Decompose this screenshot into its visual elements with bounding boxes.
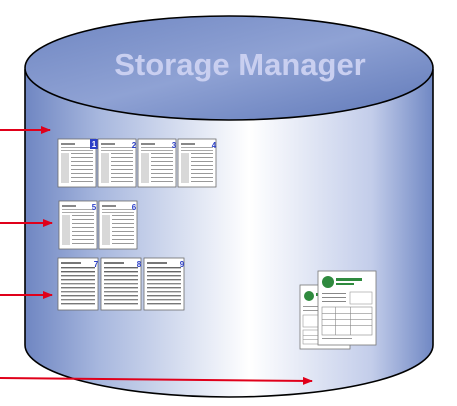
document-page: [137, 138, 177, 188]
document-page: [100, 257, 142, 311]
document-page: [57, 257, 99, 311]
page-number: 2: [132, 141, 137, 150]
arrow-to-storage: [0, 376, 313, 385]
document-page: [177, 138, 217, 188]
page-group-1: 1 2 3 4: [57, 138, 217, 188]
page-number: 1: [92, 140, 97, 149]
page-number: 6: [132, 203, 137, 212]
page-number: 5: [92, 203, 97, 212]
page-number: 9: [180, 260, 185, 269]
page-number: 8: [137, 260, 142, 269]
page-number: 3: [172, 141, 177, 150]
document-page: [143, 257, 185, 311]
cylinder-top: [24, 15, 434, 121]
diagram-title: Storage Manager: [114, 47, 366, 82]
page-number: 7: [94, 260, 99, 269]
page-number: 4: [212, 141, 217, 150]
page-group-2: 5 6: [58, 200, 138, 250]
page-badge-1: [90, 139, 98, 149]
document-page: [97, 138, 137, 188]
document-thumbnail-front: [317, 270, 377, 346]
page-group-3: 7 8 9: [57, 257, 185, 311]
